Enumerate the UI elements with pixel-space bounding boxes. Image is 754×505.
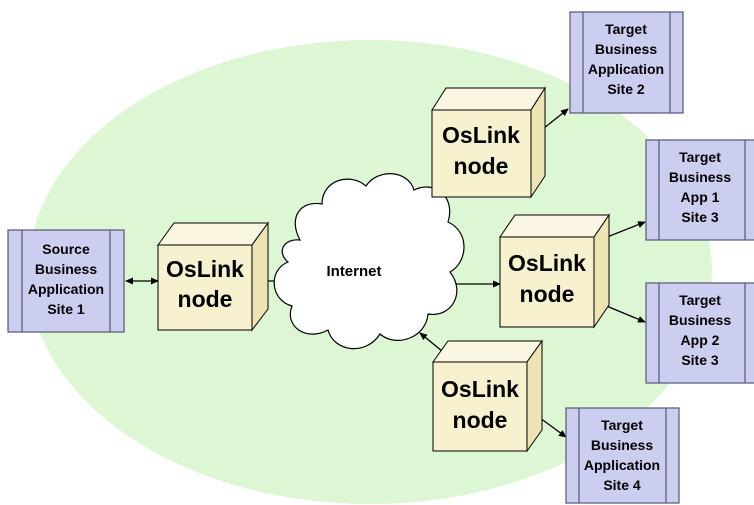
oslink-node-right: OsLink node [499,213,610,329]
node-label-line1: OsLink [441,376,519,402]
app-target-app1-site3: Target Business App 1 Site 3 [645,139,754,241]
app-label-line: App 2 [681,332,720,348]
app-label-line: Target [679,149,721,165]
app-label-line: Business [35,261,97,277]
app-label-line: Business [591,437,653,453]
app-label-line: Target [601,417,643,433]
oslink-node-left: OsLink node [157,221,269,332]
app-label-line: Application [28,281,104,297]
node-label-line2: node [453,407,508,433]
app-target-app2-site3: Target Business App 2 Site 3 [645,282,754,384]
app-label-line: Target [605,21,647,37]
node-label-line2: node [178,286,233,312]
app-label-line: Source [42,241,90,257]
node-label-line2: node [520,281,575,307]
node-label-line1: OsLink [166,256,244,282]
oslink-node-bottom: OsLink node [432,339,543,453]
app-target-site4: Target Business Application Site 4 [565,407,680,504]
node-label-line1: OsLink [442,122,520,148]
app-label-line: Application [584,457,660,473]
app-label-line: Business [669,169,731,185]
app-label-line: Site 1 [47,301,85,317]
internet-label: Internet [326,263,381,280]
node-label-line1: OsLink [508,250,586,276]
app-source-site1: Source Business Application Site 1 [7,229,125,333]
node-label-line2: node [454,153,509,179]
app-label-line: Site 3 [681,209,719,225]
app-label-line: Site 3 [681,352,719,368]
app-label-line: Business [669,312,731,328]
app-label-line: Business [595,41,657,57]
app-label-line: Site 2 [607,81,645,97]
app-target-site2: Target Business Application Site 2 [569,11,684,114]
oslink-node-top: OsLink node [431,86,546,199]
internet-cloud: Internet [273,173,465,350]
app-label-line: Site 4 [603,477,641,493]
app-label-line: App 1 [681,189,720,205]
app-label-line: Application [588,61,664,77]
app-label-line: Target [679,292,721,308]
